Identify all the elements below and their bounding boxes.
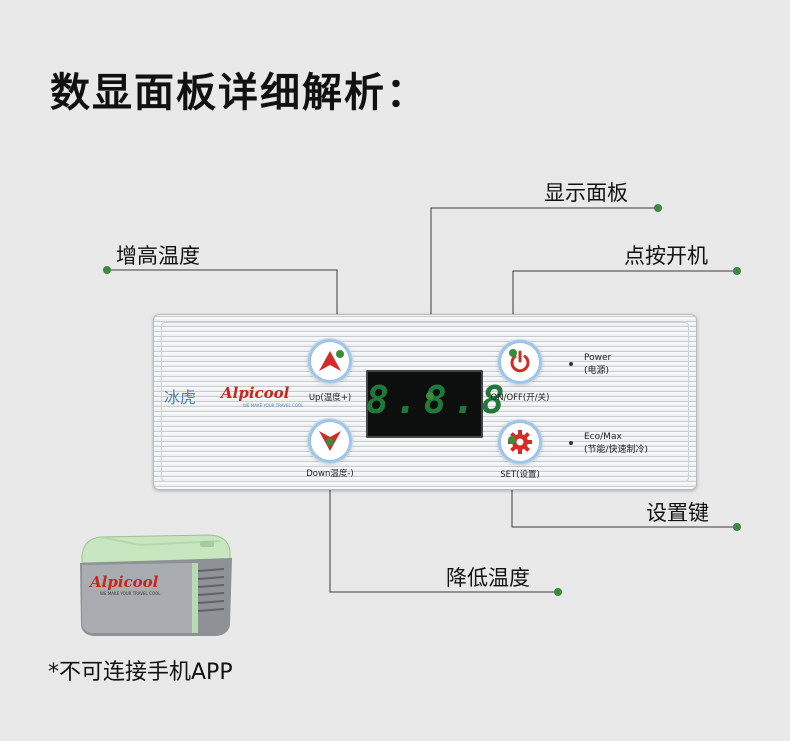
power-indicator-led [569,362,573,366]
leader-dot [509,349,517,357]
power-icon [510,350,530,373]
leader-dot [426,392,434,400]
leader-dot [336,350,344,358]
temp-up-button[interactable] [311,342,349,380]
power-button-label: ON/OFF(开/关) [490,393,550,403]
panel-brand-logo: Alpicool [221,384,290,402]
fridge-brand-logo: Alpicool [88,573,159,591]
callout-set-key: 设置键 [646,501,709,525]
leader-dot [654,204,662,212]
eco-indicator-led [569,441,573,445]
digital-display: 8.8.8 [366,370,511,438]
panel-brand-chinese: 冰虎 [164,388,197,407]
gear-icon [508,430,532,454]
power-indicator-title: Power [584,353,612,363]
power-button[interactable] [501,343,539,381]
set-button-label: SET(设置) [500,470,540,480]
up-triangle-icon [319,351,341,371]
leader-dot [733,267,741,275]
eco-indicator-subtitle: (节能/快速制冷) [584,445,649,455]
callout-power-on: 点按开机 [624,244,708,268]
eco-indicator-title: Eco/Max [584,432,622,442]
temp-up-label: Up(温度+) [308,393,352,403]
product-fridge-image: Alpicool WE MAKE YOUR TRAVEL COOL [70,525,240,644]
leader-dot [733,523,741,531]
display-readout: 8.8.8 [366,378,511,422]
power-indicator-subtitle: (电源) [584,366,610,376]
leader-dot [508,436,516,444]
leader-dot [554,588,562,596]
app-connectivity-note: *不可连接手机APP [48,660,233,685]
callout-display-panel: 显示面板 [544,181,628,205]
fridge-brand-tagline: WE MAKE YOUR TRAVEL COOL [100,591,161,596]
set-button[interactable] [501,423,539,461]
callout-temp-down: 降低温度 [446,566,530,590]
panel-brand-tagline: WE MAKE YOUR TRAVEL COOL [243,403,304,408]
page-heading: 数显面板详细解析： [50,70,428,116]
leader-dot [326,438,334,446]
leader-dot [103,266,111,274]
temp-down-label: Down温度-) [306,469,354,479]
callout-temp-up: 增高温度 [116,244,200,268]
